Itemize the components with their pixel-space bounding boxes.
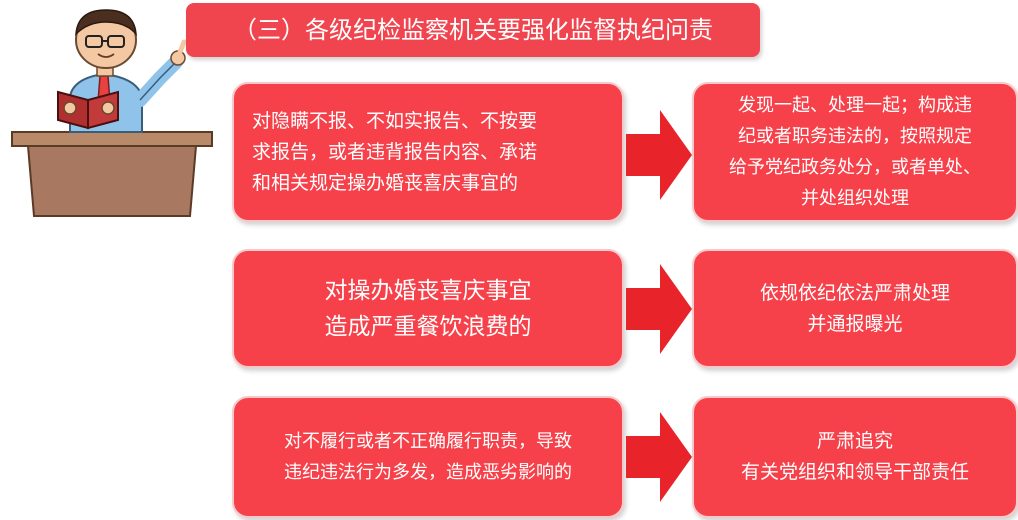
consequence-line: 严肃追究: [816, 430, 893, 452]
consequence-box-2: 依规依纪依法严肃处理 并通报曝光: [692, 249, 1018, 368]
condition-box-3: 对不履行或者不正确履行职责，导致 违纪违法行为多发，造成恶劣影响的: [232, 396, 624, 518]
condition-line: 和相关规定操办婚丧喜庆事宜的: [252, 171, 519, 194]
teacher-reading-at-lectern-icon: [8, 4, 214, 218]
consequence-line: 发现一起、处理一起；构成违: [738, 95, 972, 116]
condition-line: 造成严重餐饮浪费的: [324, 313, 532, 340]
condition-line: 对隐瞒不报、不如实报告、不按要: [252, 109, 538, 132]
consequence-box-3: 严肃追究 有关党组织和领导干部责任: [692, 396, 1018, 518]
consequence-line: 并处组织处理: [801, 188, 909, 209]
condition-line: 对不履行或者不正确履行职责，导致: [284, 431, 572, 452]
consequence-line: 给予党纪政务处分，或者单处、: [729, 157, 981, 178]
condition-box-1: 对隐瞒不报、不如实报告、不按要 求报告，或者违背报告内容、承诺 和相关规定操办婚…: [232, 82, 624, 222]
consequence-line: 并通报曝光: [807, 312, 903, 335]
consequence-line: 依规依纪依法严肃处理: [759, 281, 950, 304]
condition-box-2: 对操办婚丧喜庆事宜 造成严重餐饮浪费的: [232, 249, 624, 368]
page-title: （三）各级纪检监察机关要强化监督执纪问责: [186, 3, 760, 57]
arrow-right-icon: [626, 264, 692, 354]
consequence-box-1: 发现一起、处理一起；构成违 纪或者职务违法的，按照规定 给予党纪政务处分，或者单…: [692, 82, 1018, 222]
condition-line: 违纪违法行为多发，造成恶劣影响的: [284, 462, 572, 483]
consequence-line: 有关党组织和领导干部责任: [740, 461, 969, 483]
arrow-right-icon: [626, 412, 692, 502]
condition-line: 求报告，或者违背报告内容、承诺: [252, 140, 538, 163]
arrow-right-icon: [626, 110, 692, 200]
condition-line: 对操办婚丧喜庆事宜: [324, 277, 532, 304]
consequence-line: 纪或者职务违法的，按照规定: [738, 126, 972, 147]
